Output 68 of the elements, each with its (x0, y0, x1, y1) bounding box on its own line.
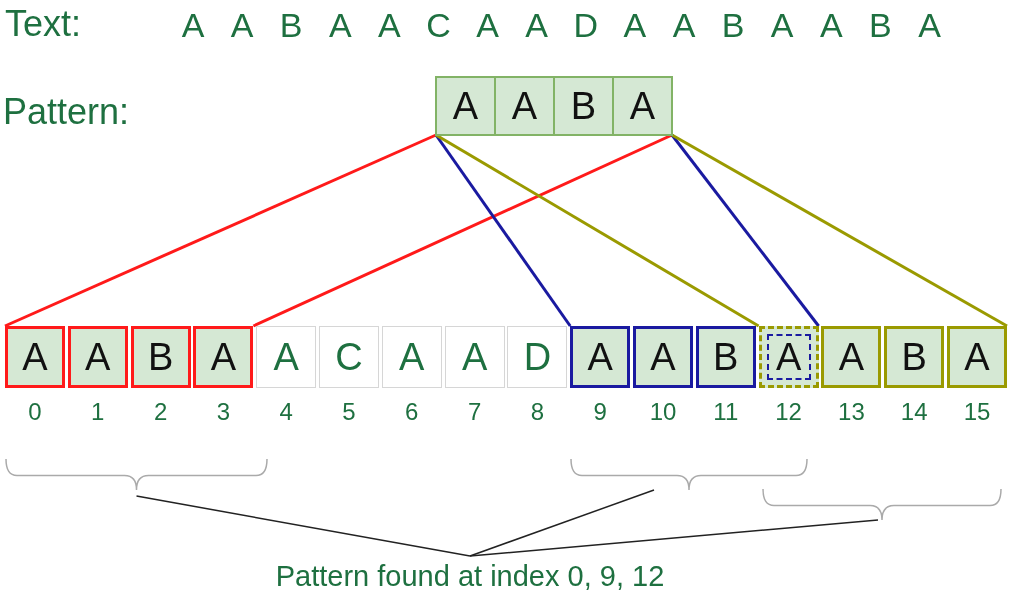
curly-bracket (762, 488, 1002, 520)
text-cell: A (193, 326, 254, 388)
index-number: 1 (91, 400, 105, 424)
text-letter: A (770, 8, 794, 42)
text-cell: A (5, 326, 65, 388)
text-cell: C (319, 326, 379, 388)
text-letter: B (279, 8, 303, 42)
leader-line (135, 495, 471, 557)
row-heading: Pattern: (3, 94, 130, 130)
pattern-box (436, 77, 672, 135)
row-heading: Text: (5, 6, 82, 42)
text-cell: A (570, 326, 631, 388)
text-letter: A (819, 8, 843, 42)
text-cell: B (130, 326, 191, 388)
index-number: 10 (649, 400, 677, 424)
index-number: 13 (838, 400, 865, 424)
text-letter: A (378, 8, 401, 42)
text-letter: A (623, 8, 647, 42)
text-cell: A (821, 326, 882, 388)
index-number: 0 (28, 400, 42, 424)
curly-bracket (5, 458, 268, 490)
pattern-cell: B (554, 77, 613, 135)
index-number: 15 (963, 400, 991, 424)
text-letter: C (426, 8, 451, 42)
text-cell: D (507, 326, 568, 388)
text-cell: B (884, 326, 945, 388)
text-cell: A (256, 326, 317, 388)
index-number: 7 (467, 400, 482, 424)
text-letter: B (869, 8, 892, 42)
pattern-cell: A (436, 77, 495, 135)
index-number: 4 (279, 400, 293, 424)
leader-line (469, 519, 879, 557)
text-cell: A (444, 326, 505, 388)
pattern-cell: A (495, 77, 554, 135)
text-cell: A (67, 326, 128, 388)
index-number: 11 (713, 400, 739, 424)
index-number: 12 (775, 400, 802, 424)
index-number: 8 (530, 400, 545, 424)
text-letter: A (181, 8, 205, 42)
text-cell: A (633, 326, 693, 388)
pattern-cell: A (613, 77, 672, 135)
text-letter: D (573, 8, 599, 42)
text-cell: A (381, 326, 442, 388)
result-caption: Pattern found at index 0, 9, 12 (275, 562, 665, 591)
index-number: 9 (593, 400, 607, 424)
text-cell: A (758, 326, 819, 388)
text-letter: A (918, 8, 941, 42)
match-line (434, 134, 572, 327)
text-letter: A (672, 8, 696, 42)
match-line (671, 133, 1008, 328)
index-number: 14 (900, 400, 928, 424)
text-letter: A (328, 8, 352, 42)
index-number: 3 (216, 400, 231, 424)
text-letter: B (721, 8, 745, 42)
curly-bracket (570, 458, 808, 490)
index-number: 5 (342, 400, 356, 424)
index-number: 6 (405, 400, 419, 424)
match-line (435, 133, 760, 328)
text-letter: A (476, 8, 499, 42)
text-letter: A (230, 8, 254, 42)
text-cell: B (695, 326, 756, 388)
text-letter: A (525, 8, 549, 42)
text-cell: A (947, 326, 1007, 388)
index-number: 2 (153, 400, 168, 424)
match-line (252, 133, 673, 328)
leader-line (469, 489, 655, 557)
match-line (670, 134, 820, 327)
match-line (4, 133, 437, 328)
